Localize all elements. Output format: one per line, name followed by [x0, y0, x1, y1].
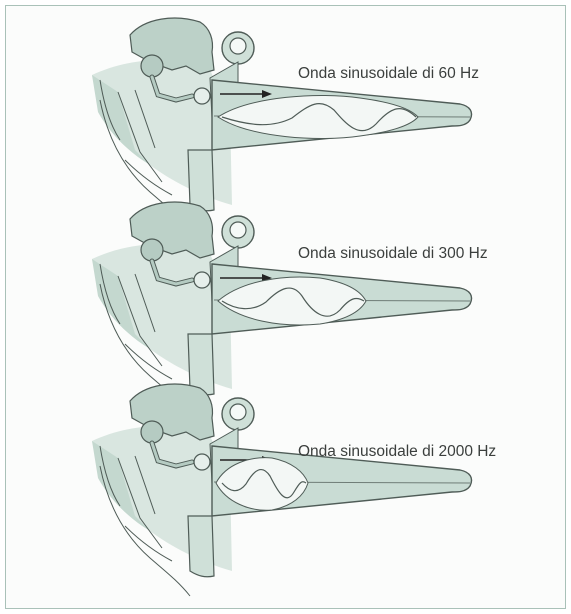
panel-label: Onda sinusoidale di 300 Hz — [298, 245, 488, 262]
panel-60hz: Onda sinusoidale di 60 Hz — [92, 18, 479, 230]
panel-300hz: Onda sinusoidale di 300 Hz — [92, 202, 488, 414]
panel-label: Onda sinusoidale di 2000 Hz — [298, 443, 496, 460]
panel-2000hz: Onda sinusoidale di 2000 Hz — [92, 384, 496, 596]
panel-label: Onda sinusoidale di 60 Hz — [298, 65, 479, 82]
